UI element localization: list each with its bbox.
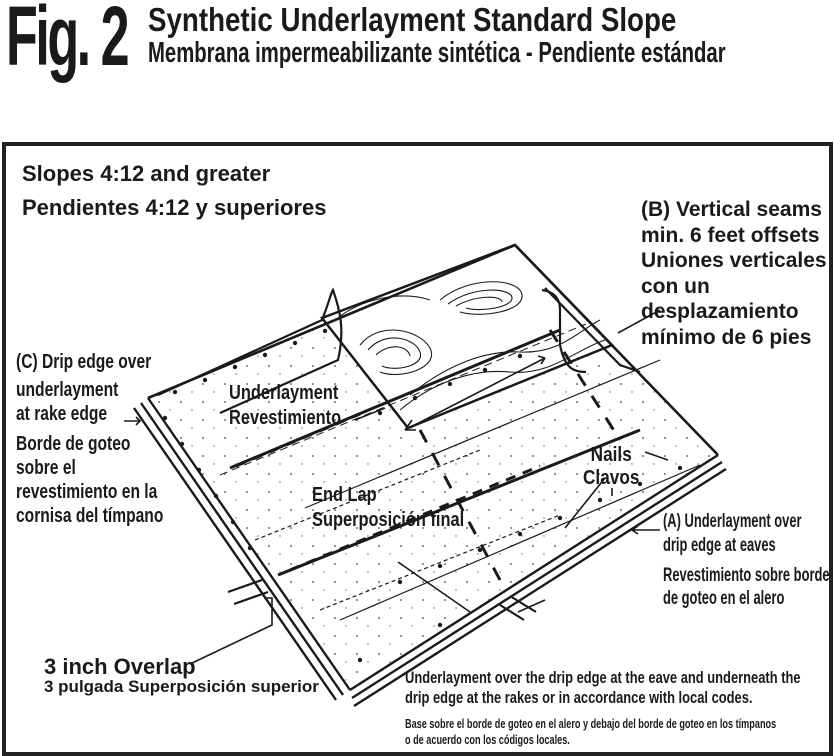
slope-requirement-spanish: Pendientes 4:12 y superiores xyxy=(22,195,327,220)
roof-outline xyxy=(147,243,719,456)
leader-lines xyxy=(124,309,669,665)
overlap-marks-bottom xyxy=(499,595,537,621)
underlayment-leader xyxy=(354,407,386,421)
figure-title: Synthetic Underlayment Standard Slope xyxy=(148,1,677,38)
rake-drip-edge-callout: (C) Drip edge over underlayment at rake … xyxy=(16,351,164,527)
diagram-frame xyxy=(2,142,833,756)
overlap-leader xyxy=(189,597,273,665)
eave-drip-edge-callout: (A) Underlayment over drip edge at eaves… xyxy=(663,511,830,610)
rake-edge-arrow xyxy=(124,416,142,426)
vertical-seams-callout: (B) Vertical seams min. 6 feet offsets U… xyxy=(641,198,827,350)
nail-dots xyxy=(162,328,683,663)
underlayment-courses xyxy=(157,287,701,621)
rake-drip-edge xyxy=(133,392,351,701)
eave-arrow xyxy=(630,525,660,535)
underlayment-callout: Underlayment Revestimiento xyxy=(229,382,342,429)
nails-leader-1 xyxy=(564,477,606,529)
overlap-bottom-arrow xyxy=(517,599,546,613)
slope-requirement-english: Slopes 4:12 and greater xyxy=(22,161,271,186)
end-lap-callout: End Lap Superposición final xyxy=(312,484,465,531)
end-lap-leader xyxy=(397,561,471,613)
overlap-callout-english: 3 inch Overlap xyxy=(44,654,196,679)
eave-drip-edge xyxy=(349,453,727,708)
overlap-callout-spanish: 3 pulgada Superposición superior xyxy=(44,677,319,696)
installation-note-english: Underlayment over the drip edge at the e… xyxy=(405,668,801,708)
installation-note-spanish: Base sobre el borde de goteo en el alero… xyxy=(405,717,777,748)
figure-subtitle: Membrana impermeabilizante sintética - P… xyxy=(148,37,726,69)
nails-leader-3 xyxy=(644,451,669,461)
figure-number: Fig. 2 xyxy=(6,0,130,83)
overlap-marks-left xyxy=(227,578,269,606)
vertical-seam-leader xyxy=(617,309,661,334)
nails-callout: Nails Clavos xyxy=(583,444,640,489)
